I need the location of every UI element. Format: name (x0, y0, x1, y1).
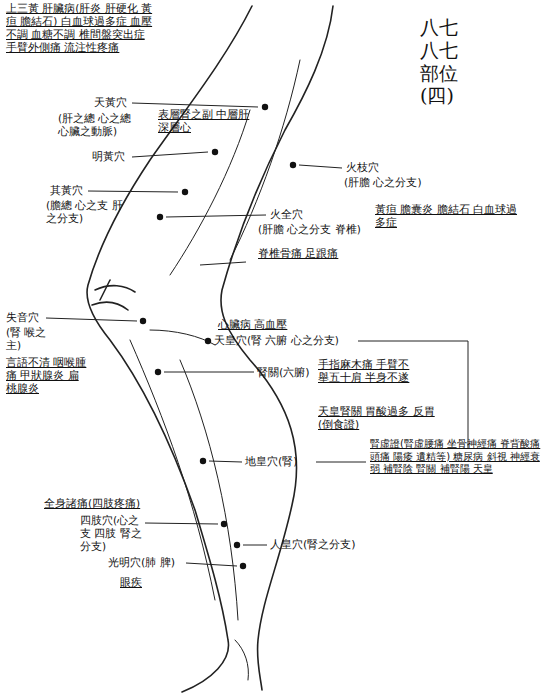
point-label: 全身諸痛(四肢疼痛) (44, 497, 140, 510)
point-label: 光明穴(肺 脾) (108, 556, 175, 570)
point-label: 表層腎之副 中層肝 深層心 (158, 108, 250, 134)
point-label: 天皇腎關 胃酸過多 反胃(倒食證) (318, 405, 436, 431)
point-label: 手指麻木痛 手臂不舉五十肩 半身不遂 (318, 358, 413, 384)
point-label: 黃疸 膽囊炎 膽結石 白血球過多症 (375, 203, 525, 229)
point-label: (腎 喉之主) (6, 326, 50, 352)
point-label: 心臟病 高血壓 (218, 318, 287, 331)
point-label: (膽總 心之支 肝之分支) (46, 199, 124, 225)
point-label: 天黃穴 (94, 96, 127, 110)
point-label: 天皇穴(腎 六腑 心之分支) (214, 334, 339, 347)
point-label: (肝膽 心之分支) (344, 176, 422, 189)
title: 八七 八七 部位 (四) (420, 16, 461, 107)
point-label: 火枝穴 (346, 161, 379, 175)
point-label: 明黃穴 (92, 150, 125, 164)
point-label: 腎關(六腑) (257, 366, 310, 380)
point-label: 火全穴 (270, 208, 303, 222)
point-label: 上三黃 肝臟病(肝炎 肝硬化 黃疸 膽結石) 白血球過多症 血壓不調 血糖不調 … (6, 2, 156, 55)
point-label: (肝之總 心之總 心臟之動脈) (58, 112, 132, 138)
point-label: 脊椎骨痛 足跟痛 (258, 247, 338, 260)
point-label: 其黃穴 (50, 184, 83, 198)
point-label: 失音穴 (6, 311, 39, 325)
point-label: 言語不清 咽喉腫痛 甲狀腺炎 扁桃腺炎 (6, 356, 88, 395)
point-label: 人皇穴(腎之分支) (270, 538, 356, 552)
point-label: 四肢穴(心之支 四肢 腎之分支) (80, 514, 145, 553)
point-label: 腎虛證(腎虛腰痛 坐骨神經痛 脊背酸痛 頭痛 陽痿 遺精等) 糖尿病 斜視 神經… (370, 438, 542, 476)
point-label: 地皇穴(腎) (245, 455, 298, 469)
point-label: (肝膽 心之分支 脊椎) (258, 223, 361, 236)
point-label: 眼疾 (120, 576, 142, 589)
